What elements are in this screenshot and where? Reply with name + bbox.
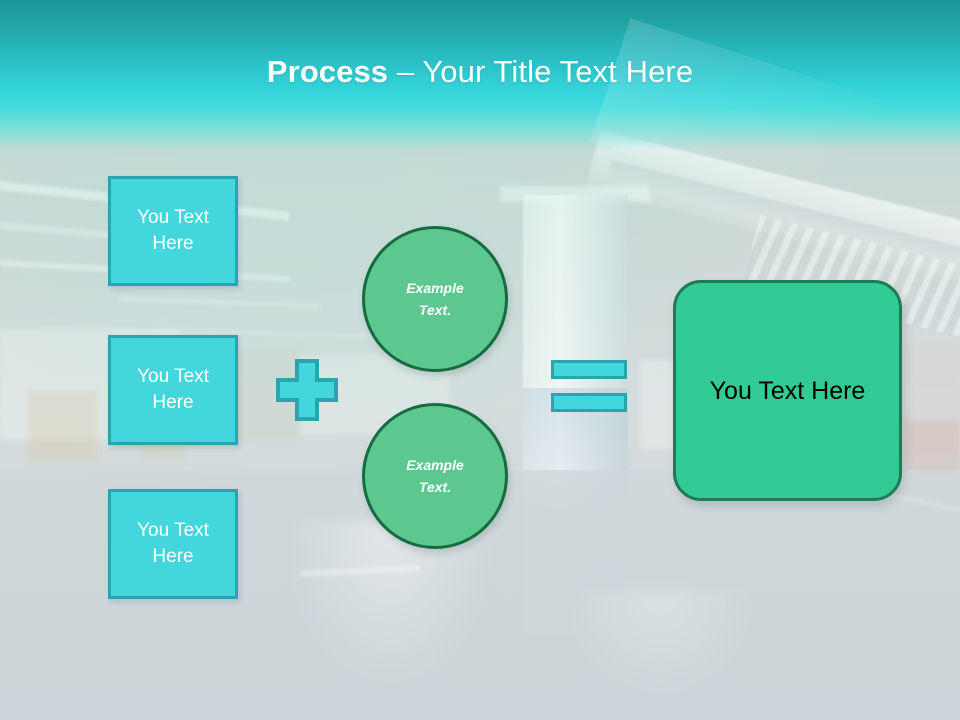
process-circle-2[interactable]: Example Text.	[362, 403, 508, 549]
input-box-2[interactable]: You Text Here	[108, 335, 238, 445]
input-box-3-text: You Text Here	[137, 518, 209, 570]
input-box-2-line2: Here	[152, 392, 194, 413]
page-title-bold: Process	[266, 54, 389, 89]
equals-bar-top	[551, 360, 627, 379]
process-circle-2-line2: Text.	[418, 479, 452, 495]
plus-icon	[275, 358, 339, 422]
input-box-1-line1: You Text	[137, 207, 209, 228]
input-box-1-text: You Text Here	[137, 205, 209, 257]
process-circle-1-line1: Example	[406, 280, 464, 296]
process-circle-1[interactable]: Example Text.	[362, 226, 508, 372]
input-box-3-line1: You Text	[137, 520, 209, 541]
input-box-2-line1: You Text	[137, 366, 209, 387]
process-circle-1-line2: Text.	[418, 302, 452, 318]
equals-icon	[551, 360, 627, 412]
input-box-3-line2: Here	[152, 546, 194, 567]
header-band	[0, 0, 960, 272]
equals-bar-bottom	[551, 393, 627, 412]
input-box-1[interactable]: You Text Here	[108, 176, 238, 286]
process-circle-2-line1: Example	[406, 457, 464, 473]
input-box-1-line2: Here	[152, 233, 194, 254]
result-box[interactable]: You Text Here	[673, 280, 902, 501]
page-title: Process – Your Title Text Here	[0, 52, 960, 92]
input-box-2-text: You Text Here	[137, 364, 209, 416]
input-box-3[interactable]: You Text Here	[108, 489, 238, 599]
result-box-label: You Text Here	[709, 376, 866, 405]
page-title-separator: –	[388, 54, 423, 89]
page-title-rest: Your Title Text Here	[422, 54, 694, 89]
